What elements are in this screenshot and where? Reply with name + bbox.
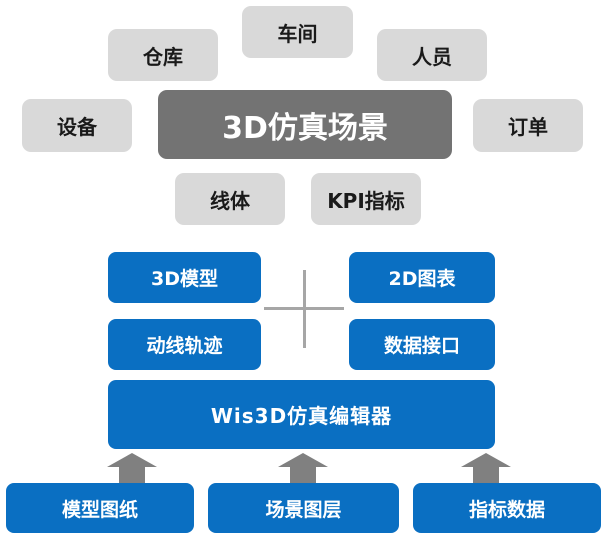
node-equipment-label: 设备: [57, 115, 97, 139]
feature-motion-track-label: 动线轨迹: [146, 335, 223, 357]
feature-3d-model-label: 3D模型: [151, 268, 218, 290]
input-indicator-data-label: 指标数据: [468, 498, 545, 521]
input-scene-layer-label: 场景图层: [265, 498, 342, 521]
node-kpi-indicator-label: KPI指标: [327, 188, 405, 213]
feature-data-interface-label: 数据接口: [383, 335, 460, 357]
feature-data-interface: 数据接口: [349, 319, 495, 370]
node-equipment: 设备: [22, 99, 132, 152]
feature-3d-model: 3D模型: [108, 252, 261, 303]
feature-2d-chart: 2D图表: [349, 252, 495, 303]
node-line-body-label: 线体: [210, 188, 250, 213]
editor-label: Wis3D仿真编辑器: [210, 404, 393, 428]
input-scene-layer: 场景图层: [208, 483, 399, 533]
center-node-3d-scene: 3D仿真场景: [158, 90, 452, 159]
node-warehouse-label: 仓库: [143, 44, 183, 69]
node-order-label: 订单: [508, 115, 548, 139]
arrow-up-icon: [107, 453, 157, 483]
input-indicator-data: 指标数据: [413, 483, 601, 533]
node-personnel-label: 人员: [412, 44, 452, 69]
node-workshop-label: 车间: [277, 21, 318, 46]
node-personnel: 人员: [377, 29, 487, 81]
node-warehouse: 仓库: [108, 29, 218, 81]
feature-motion-track: 动线轨迹: [108, 319, 261, 370]
plus-sign-vertical: [303, 270, 306, 348]
feature-2d-chart-label: 2D图表: [388, 268, 456, 290]
editor-bar: Wis3D仿真编辑器: [108, 380, 495, 449]
arrow-up-icon: [461, 453, 511, 483]
node-workshop: 车间: [242, 6, 353, 58]
node-line-body: 线体: [175, 173, 285, 225]
input-model-drawing-label: 模型图纸: [61, 498, 138, 521]
node-order: 订单: [473, 99, 583, 152]
node-kpi-indicator: KPI指标: [311, 173, 421, 225]
input-model-drawing: 模型图纸: [6, 483, 194, 533]
center-node-label: 3D仿真场景: [222, 110, 388, 146]
arrow-up-icon: [278, 453, 328, 483]
